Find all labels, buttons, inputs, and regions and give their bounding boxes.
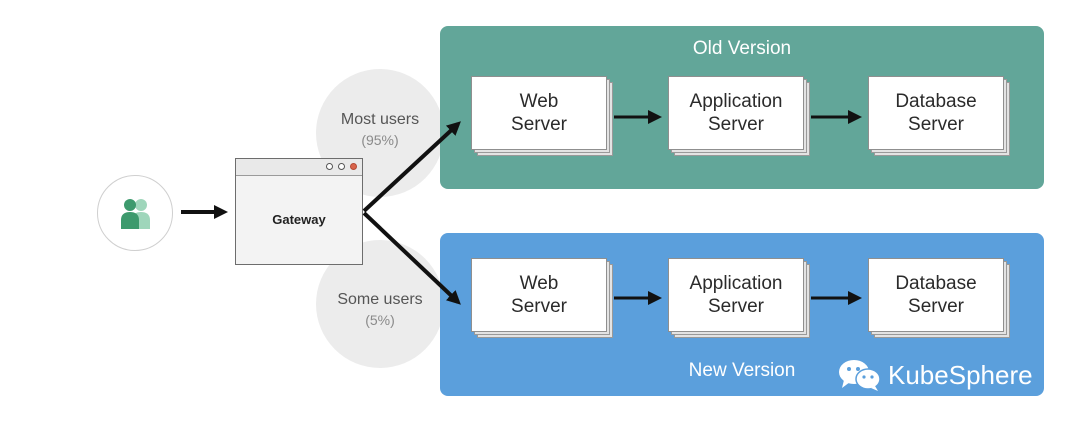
route-bottom-percent: (5%) [365,312,395,328]
server-label-line1: Application [689,273,783,294]
window-dot-icon [338,163,345,170]
server-label-line2: Server [708,114,764,135]
window-close-dot-icon [350,163,357,170]
server-label-line1: Web [519,273,559,294]
new-version-title: New Version [688,360,796,381]
server-label-line1: Database [895,91,977,112]
new-web-server: Web Server [471,258,607,332]
gateway-titlebar [236,159,362,176]
gateway-label: Gateway [272,212,326,227]
window-dot-icon [326,163,333,170]
server-label-line2: Server [511,114,567,135]
old-database-server: Database Server [868,76,1004,150]
server-label-line1: Web [519,91,559,112]
old-version-title: Old Version [692,38,792,59]
old-web-server: Web Server [471,76,607,150]
old-application-server: Application Server [668,76,804,150]
route-top-percent: (95%) [361,132,399,148]
route-label-top: Most users (95%) [320,110,440,150]
server-label-line1: Database [895,273,977,294]
users-node [97,175,173,251]
route-top-label: Most users [340,111,420,128]
gateway-to-old-arrow [362,121,461,213]
server-label-line2: Server [908,114,964,135]
gateway-box: Gateway [235,158,363,265]
kubesphere-watermark: KubeSphere [838,358,1033,392]
route-bottom-label: Some users [337,291,423,308]
new-database-server: Database Server [868,258,1004,332]
users-icon [121,199,150,229]
server-label-line1: Application [689,91,783,112]
new-application-server: Application Server [668,258,804,332]
gateway-to-new-arrow [362,211,461,305]
server-label-line2: Server [908,296,964,317]
server-label-line2: Server [708,296,764,317]
wechat-icon [839,360,881,391]
watermark-text: KubeSphere [888,359,1033,390]
route-label-bottom: Some users (5%) [320,290,440,330]
server-label-line2: Server [511,296,567,317]
